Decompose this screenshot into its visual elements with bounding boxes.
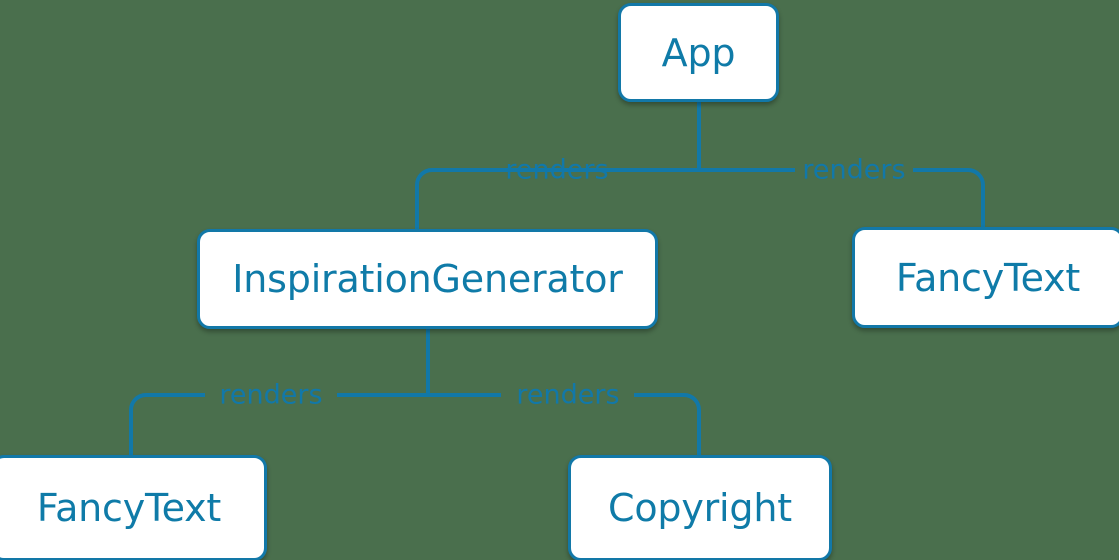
node-copyright-label: Copyright [608,486,792,530]
edge-label-app-inspgen: renders [505,154,609,186]
edge-label-inspgen-fancytext-left: renders [219,379,323,411]
edge-label-inspgen-copyright: renders [516,379,620,411]
node-app-label: App [661,30,736,75]
node-fancytext-right-label: FancyText [895,255,1081,300]
node-app[interactable]: App [618,3,779,102]
node-fancytext-left-label: FancyText [36,486,222,530]
edge-label-app-fancytext-right: renders [802,154,906,186]
node-inspiration-generator[interactable]: InspirationGenerator [197,229,658,329]
edge-app-fancyright-outer [913,168,985,227]
edge-inspgen-copyright-outer [634,393,701,455]
edge-inspgen-fancyleft-outer [129,393,205,455]
edge-app-inspgen-outer [415,168,617,229]
node-fancytext-left[interactable]: FancyText [0,455,267,560]
node-fancytext-right[interactable]: FancyText [852,227,1119,328]
node-inspiration-generator-label: InspirationGenerator [232,257,623,301]
node-copyright[interactable]: Copyright [568,455,832,560]
